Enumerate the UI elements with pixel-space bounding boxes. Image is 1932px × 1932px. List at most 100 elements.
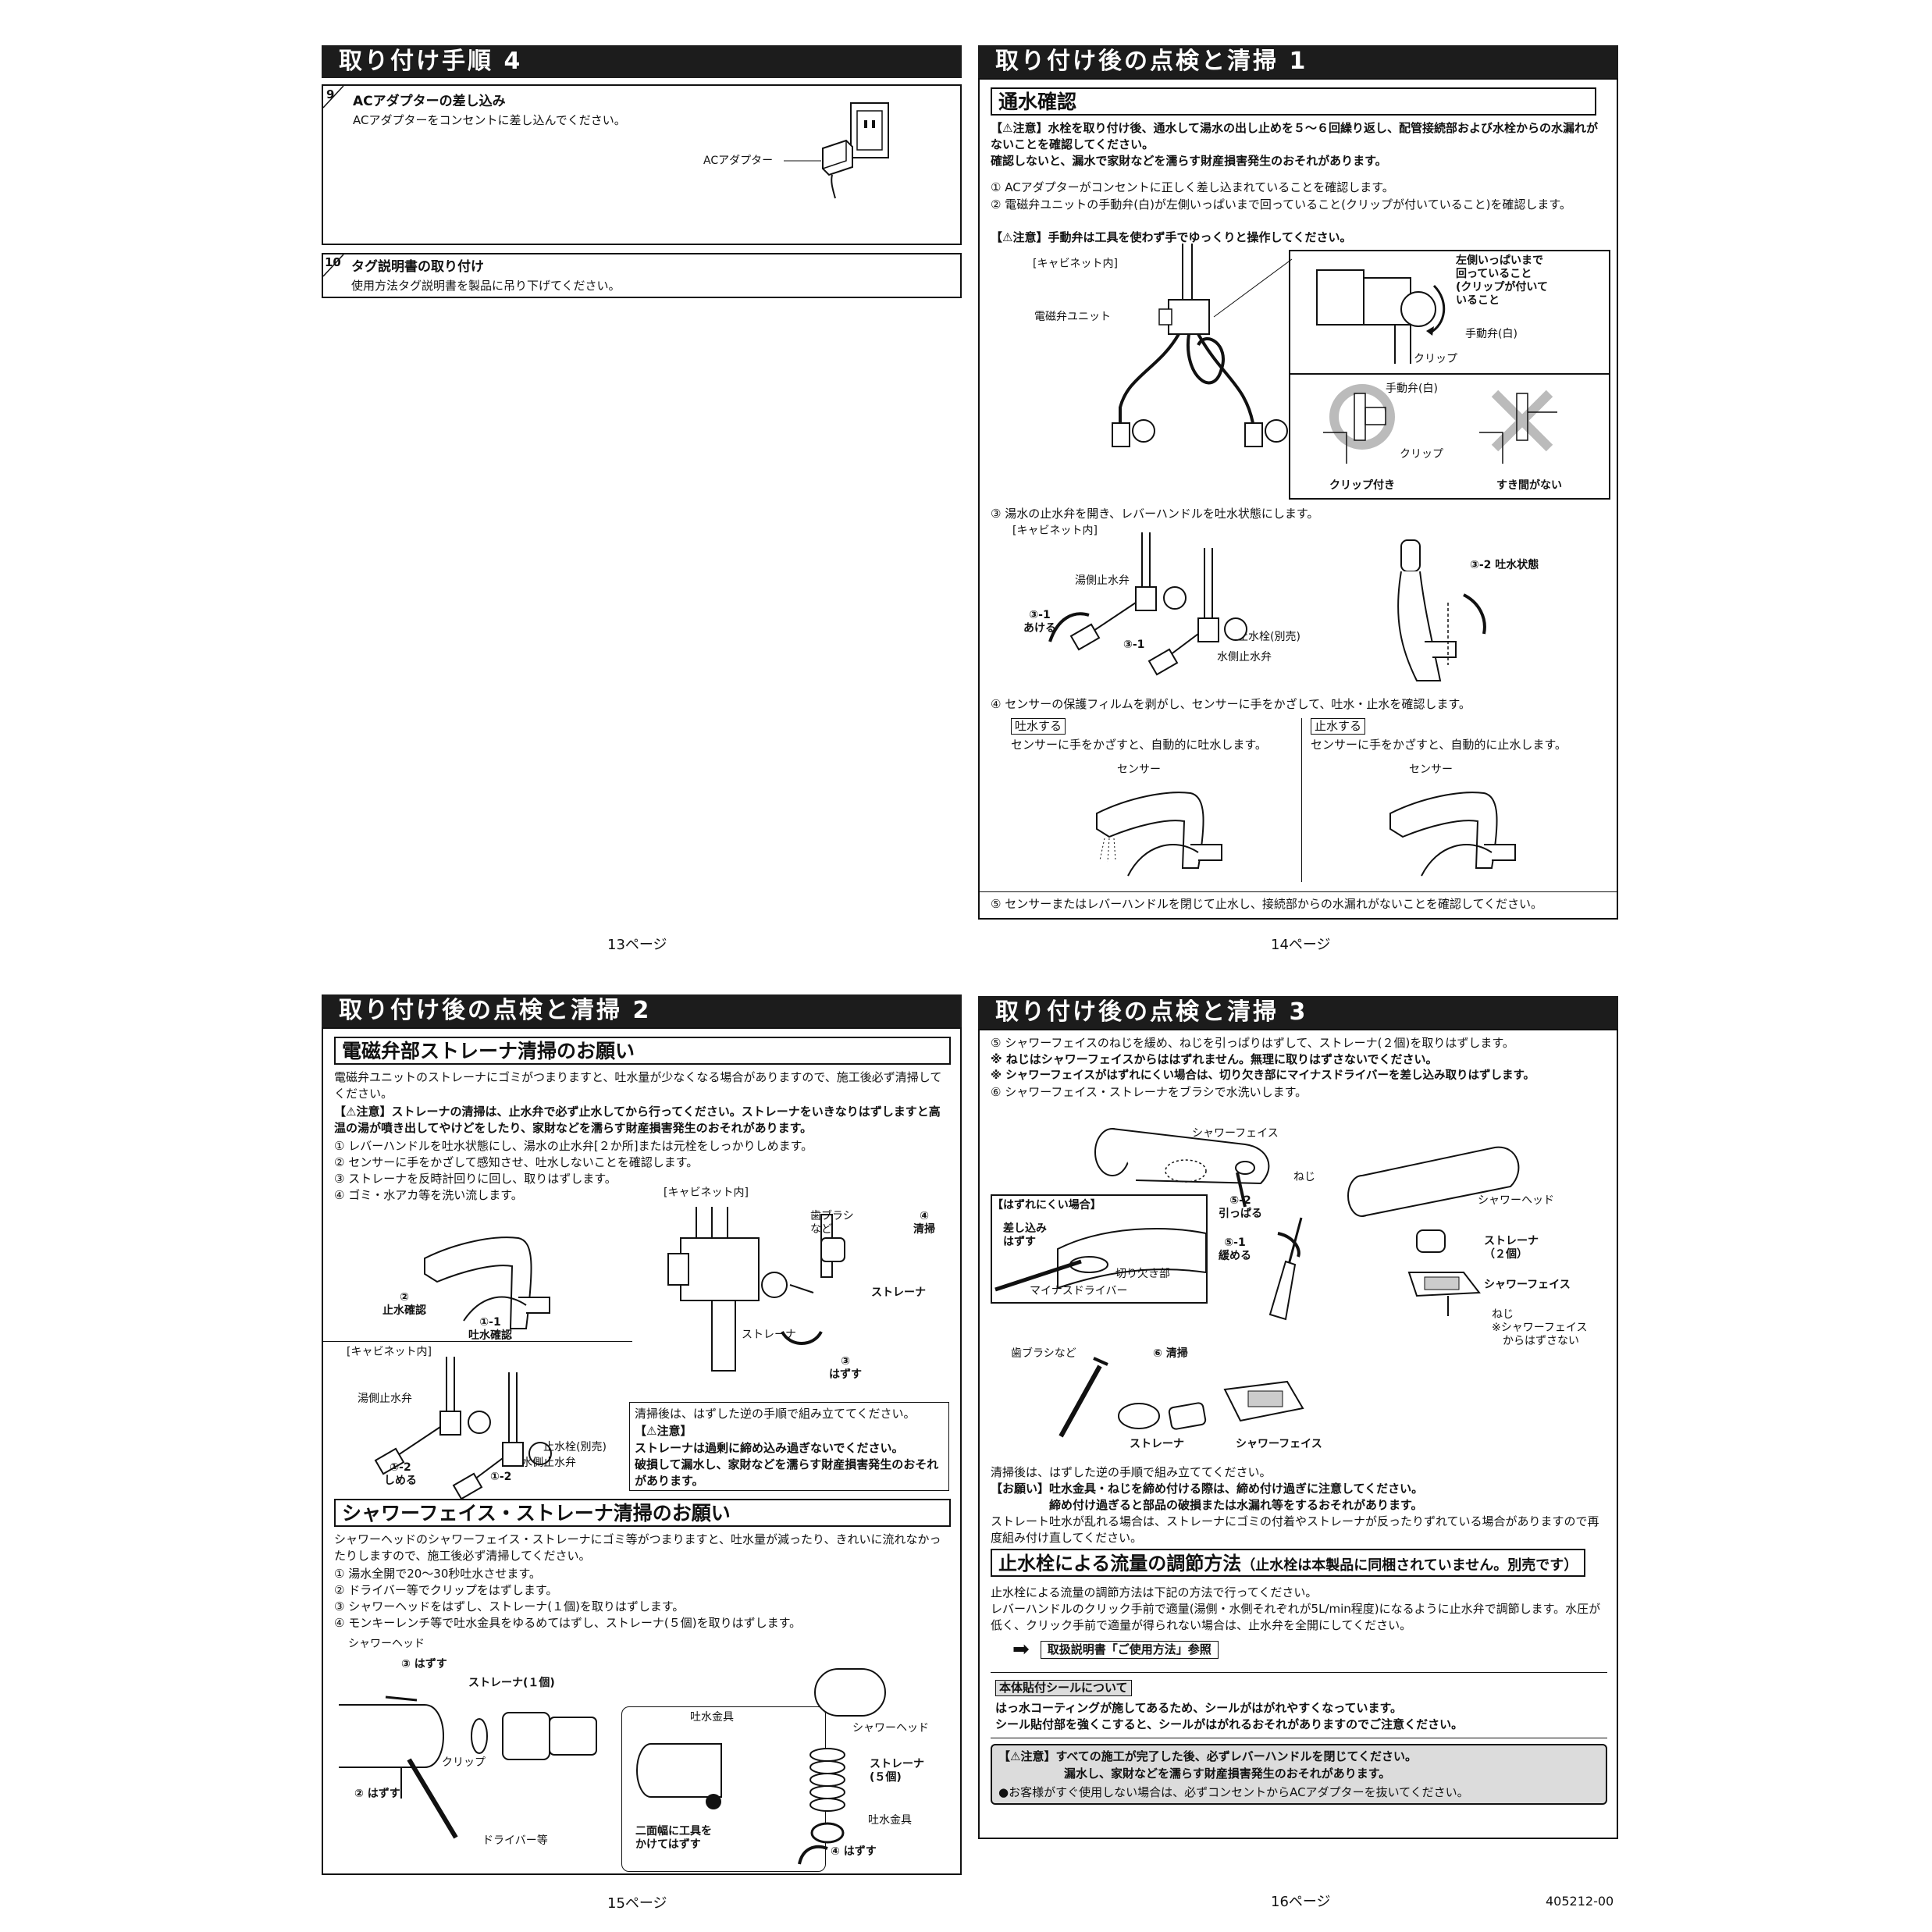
l2-text: ※ ねじはシャワーフェイスからははずれません。無理に取りはずさないでください。 [991,1052,1438,1066]
caution-2-tag: 【⚠注意】 [991,230,1048,244]
s3-text: ③ ストレーナを反時計回りに回し、取りはずします。 [334,1172,617,1186]
face-label-16c: シャワーフェイス [1236,1438,1322,1450]
face-label-16a: シャワーフェイス [1192,1127,1279,1140]
screw-label-16b: ねじ ※シャワーフェイス からはずさない [1492,1308,1588,1347]
ac-adapter-illustration [784,102,889,199]
flow-adjust-subtitle: （止水栓は本製品に同梱されていません。別売です） [1241,1557,1578,1574]
page-13: 取り付け手順 4 9 ACアダプターの差し込み ACアダプターをコンセントに差し… [322,45,962,951]
caution-2-text: 手動弁は工具を使わず手でゆっくりと操作してください。 [1048,230,1352,244]
cabinet-label-1: [キャビネット内] [1033,258,1118,270]
brush-label-16: 歯ブラシなど [1011,1347,1076,1360]
notch-illustration [994,1228,1207,1292]
after-3-text: ストレート吐水が乱れる場合は、ストレーナにゴミの付着やストレーナが反ったりずれて… [991,1514,1599,1545]
stop-text: センサーに手をかざすと、自動的に止水します。 [1311,738,1567,752]
close-2-label: ①-2 [490,1471,512,1483]
step-3-text: ③ 湯水の止水弁を開き、レバーハンドルを吐水状態にします。 [991,507,1319,521]
step-9-box: 9 ACアダプターの差し込み ACアダプターをコンセントに差し込んでください。 … [322,84,962,245]
s1-text: ① レバーハンドルを吐水状態にし、湯水の止水弁[２か所]または元栓をしっかりしめ… [334,1139,813,1153]
page-13-number: 13ページ [607,937,667,953]
detail-panel [1289,250,1610,500]
clean-label-16: ⑥ 清掃 [1153,1347,1188,1360]
t2-text: ② ドライバー等でクリップをはずします。 [334,1583,558,1597]
manual-valve-label-1: 手動弁(白) [1465,328,1517,340]
strainer-label-15b: ストレーナ [742,1329,796,1341]
page-14: 取り付け後の点検と清掃 1 通水確認 【⚠注意】水栓を取り付け後、通水して湯水の… [978,45,1618,920]
strainer-label-15a: ストレーナ [871,1286,926,1299]
after-2-text: 【お願い】吐水金具・ねじを締め付ける際は、締め付け過ぎに注意してください。 締め… [991,1482,1424,1512]
cabinet-label-15a: [キャビネット内] [664,1187,749,1199]
page-14-title: 取り付け後の点検と清掃 1 [978,45,1618,78]
shower-head-label-16: シャワーヘッド [1478,1194,1554,1207]
close-1-label: ①-2 しめる [384,1461,417,1487]
page-16-title: 取り付け後の点検と清掃 3 [978,996,1618,1029]
section-shower-strainer: シャワーフェイス・ストレーナ清掃のお願い [334,1499,951,1527]
final-line-1: 【⚠注意】すべての施工が完了した後、必ずレバーハンドルを閉じてください。 [998,1749,1417,1765]
step-1-text: ① ACアダプターがコンセントに正しく差し込まれていることを確認します。 [991,180,1394,194]
caution-15-text: ストレーナの清掃は、止水弁で必ず止水してから行ってください。ストレーナをいきなり… [334,1105,941,1135]
caution-15-tag: 【⚠注意】 [334,1105,392,1119]
insert-label: 差し込み はずす [1003,1222,1047,1248]
intro-2: シャワーヘッドのシャワーフェイス・ストレーナにゴミ等がつまりますと、吐水量が減っ… [334,1532,941,1563]
l4-text: ⑥ シャワーフェイス・ストレーナをブラシで水洗いします。 [991,1085,1308,1099]
solenoid-unit-label: 電磁弁ユニット [1034,311,1111,323]
fitting-label-15b: 吐水金具 [868,1814,912,1827]
clip-label-1: クリップ [1414,353,1457,365]
page-16-body: ⑤ シャワーフェイスのねじを緩め、ねじを引っぱりはずして、ストレーナ(２個)を取… [978,1029,1618,1839]
spout-state-label: ③-2 吐水状態 [1470,559,1539,571]
step-10-number: 10 [325,255,341,269]
note-box-15: 清掃後は、はずした逆の手順で組み立ててください。 【⚠注意】 ストレーナは過剰に… [629,1402,949,1491]
faucet-side-illustration [1397,539,1486,681]
section-water-check: 通水確認 [991,87,1596,116]
stop-valve-illustration-15 [374,1357,552,1500]
step-10-box: 10 タグ説明書の取り付け 使用方法タグ説明書を製品に吊り下げてください。 [322,253,962,298]
driver-label: ドライバー等 [482,1834,548,1847]
stop-tag: 止水する [1311,718,1366,735]
flow-check-label: ①-1 吐水確認 [468,1316,512,1342]
remove-3-label: ③ はずす [401,1658,447,1670]
shower-head-label-15b: シャワーヘッド [852,1722,929,1735]
final-text-3: ●お客様がすぐ使用しない場合は、必ずコンセントからACアダプターを抜いてください… [998,1785,1469,1799]
hot-valve-label-15: 湯側止水弁 [358,1393,412,1405]
note-15-tag: 【⚠注意】 [635,1424,692,1438]
loosen-label: ⑤-1 緩める [1219,1236,1251,1262]
final-caution-box: 【⚠注意】すべての施工が完了した後、必ずレバーハンドルを閉じてください。 漏水し… [991,1744,1607,1805]
stop-valve-label-14: 止水栓(別売) [1237,631,1300,643]
ac-adapter-label: ACアダプター [703,155,774,167]
caution-1: 【⚠注意】水栓を取り付け後、通水して湯水の出し止めを５～６回繰り返し、配管接続部… [991,120,1607,169]
page-15-number: 15ページ [607,1895,667,1912]
arrow-right-icon: ➡ [1012,1638,1030,1661]
tool-note-label: 二面幅に工具を かけてはずす [635,1825,712,1851]
solenoid-unit-illustration [1112,244,1293,447]
flow-adjust-header: 止水栓による流量の調節方法（止水栓は本製品に同梱されていません。別売です） [991,1549,1586,1577]
note-15-1: 清掃後は、はずした逆の手順で組み立ててください。 [635,1407,916,1421]
face-label-16b: シャワーフェイス [1484,1279,1571,1291]
clip-label-15: クリップ [442,1756,486,1769]
detail-left-note: 左側いっぱいまで 回っていること (クリップが付いて いること [1456,254,1548,307]
t4-text: ④ モンキーレンチ等で吐水金具をゆるめてはずし、ストレーナ(５個)を取りはずしま… [334,1616,802,1630]
t3-text: ③ シャワーヘッドをはずし、ストレーナ(１個)を取りはずします。 [334,1599,685,1614]
ok-label: クリップ付き [1329,479,1395,492]
cabinet-label-15b: [キャビネット内] [347,1346,432,1358]
page-15-title: 取り付け後の点検と清掃 2 [322,994,962,1027]
caution-15: 【⚠注意】ストレーナの清掃は、止水弁で必ず止水してから行ってください。ストレーナ… [334,1104,951,1137]
notch-label: 切り欠き部 [1115,1268,1170,1280]
manual-valve-detail [1316,269,1446,364]
page-15: 取り付け後の点検と清掃 2 電磁弁部ストレーナ清掃のお願い 電磁弁ユニットのスト… [322,994,962,1875]
hard-case-label: 【はずれにくい場合】 [992,1199,1101,1212]
document-number: 405212-00 [1546,1894,1614,1909]
reference-row: ➡ 取扱説明書「ご使用方法」参照 [1012,1639,1219,1660]
remove-label-15: ③ はずす [829,1355,862,1381]
adj-1-text: 止水栓による流量の調節方法は下記の方法で行ってください。 [991,1585,1318,1599]
flow-adjust-title: 止水栓による流量の調節方法 [998,1553,1242,1574]
flow-tag: 吐水する [1011,718,1066,735]
step-10-body: 使用方法タグ説明書を製品に吊り下げてください。 [351,279,621,293]
s2-text: ② センサーに手をかざして感知させ、吐水しないことを確認します。 [334,1155,699,1169]
sensor-label-2: センサー [1409,763,1453,776]
remove-4-label: ④ はずす [831,1845,877,1858]
ok-mark-illustration [1323,384,1395,464]
step-9-body: ACアダプターをコンセントに差し込んでください。 [353,113,626,127]
faucet-flow-illustration [1096,792,1222,877]
cold-valve-label-15: 水側止水弁 [521,1457,576,1469]
spout-fitting-illustration [636,1668,886,1865]
cleaning-illustration-16 [1059,1357,1304,1438]
